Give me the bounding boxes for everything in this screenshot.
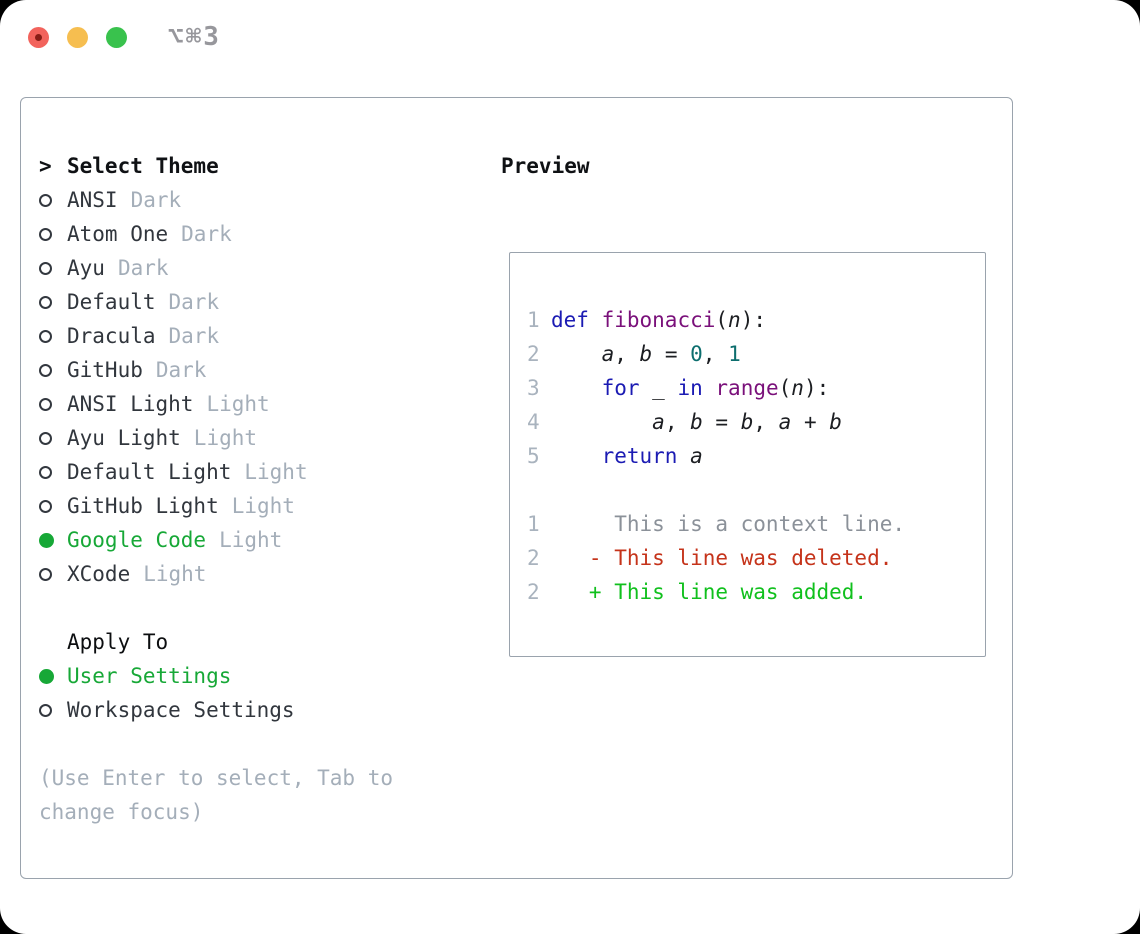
radio-icon xyxy=(39,261,52,275)
zoom-button[interactable] xyxy=(106,27,127,48)
selected-radio-icon xyxy=(39,668,54,684)
radio-icon xyxy=(39,193,52,207)
apply-to-option[interactable]: User Settings xyxy=(39,659,469,693)
theme-item[interactable]: Google Code Light xyxy=(39,523,469,557)
theme-item[interactable]: Default Light Light xyxy=(39,455,469,489)
radio-icon xyxy=(39,397,52,411)
option-variant: Light xyxy=(244,460,308,484)
spacer xyxy=(39,591,469,625)
option-label: Default Light xyxy=(67,460,232,484)
theme-item[interactable]: GitHub Dark xyxy=(39,353,469,387)
selected-radio-icon xyxy=(39,532,54,548)
radio-icon xyxy=(39,431,52,445)
line-number: 3 xyxy=(527,376,540,400)
line-number: 2 xyxy=(527,342,540,366)
cursor-prompt-icon: > xyxy=(39,154,52,178)
option-label: Ayu Light xyxy=(67,426,181,450)
theme-item[interactable]: XCode Light xyxy=(39,557,469,591)
radio-icon xyxy=(39,465,52,479)
theme-item[interactable]: Dracula Dark xyxy=(39,319,469,353)
option-label: ANSI xyxy=(67,188,118,212)
apply-to-option[interactable]: Workspace Settings xyxy=(39,693,469,727)
line-number: 2 xyxy=(527,546,540,570)
spacer xyxy=(39,727,469,761)
option-variant: Dark xyxy=(168,324,220,348)
apply-to-header: Apply To xyxy=(39,625,469,659)
theme-item[interactable]: Atom One Dark xyxy=(39,217,469,251)
line-number: 4 xyxy=(527,410,540,434)
option-label: Atom One xyxy=(67,222,169,246)
option-label: XCode xyxy=(67,562,131,586)
preview-heading: Preview xyxy=(501,154,590,178)
radio-icon xyxy=(39,567,52,581)
option-variant: Dark xyxy=(181,222,232,246)
option-label: Default xyxy=(67,290,156,314)
theme-item[interactable]: GitHub Light Light xyxy=(39,489,469,523)
diff-line-deleted: 2 - This line was deleted. xyxy=(527,541,975,575)
option-label: Google Code xyxy=(67,528,207,552)
option-label: User Settings xyxy=(67,664,232,688)
line-number: 5 xyxy=(527,444,540,468)
option-variant: Dark xyxy=(117,256,169,280)
code-line: 4 a, b = b, a + b xyxy=(527,405,975,439)
minimize-button[interactable] xyxy=(67,27,88,48)
code-line: 5 return a xyxy=(527,439,975,473)
theme-item[interactable]: ANSI Light Light xyxy=(39,387,469,421)
theme-item[interactable]: Default Dark xyxy=(39,285,469,319)
theme-item[interactable]: Ayu Light Light xyxy=(39,421,469,455)
option-label: GitHub xyxy=(67,358,143,382)
select-theme-label: Select Theme xyxy=(67,154,219,178)
code-line xyxy=(527,473,975,507)
close-button[interactable] xyxy=(28,27,49,48)
diff-line-added: 2 + This line was added. xyxy=(527,575,975,609)
line-number: 2 xyxy=(527,580,540,604)
option-variant: Light xyxy=(231,494,295,518)
option-label: Dracula xyxy=(67,324,156,348)
code-line: 3 for _ in range(n): xyxy=(527,371,975,405)
option-label: ANSI Light xyxy=(67,392,194,416)
option-variant: Light xyxy=(206,392,270,416)
theme-item[interactable]: Ayu Dark xyxy=(39,251,469,285)
option-variant: Dark xyxy=(130,188,182,212)
option-variant: Dark xyxy=(155,358,207,382)
line-number: 1 xyxy=(527,308,540,332)
option-variant: Dark xyxy=(168,290,220,314)
window-title: ⌥⌘3 xyxy=(168,22,221,52)
radio-icon xyxy=(39,295,52,309)
keyboard-hint: (Use Enter to select, Tab to change focu… xyxy=(39,766,394,824)
radio-icon xyxy=(39,363,52,377)
diff-line-context: 1 This is a context line. xyxy=(527,507,975,541)
option-variant: Light xyxy=(193,426,258,450)
code-line: 2 a, b = 0, 1 xyxy=(527,337,975,371)
apply-to-label: Apply To xyxy=(67,630,169,654)
option-variant: Light xyxy=(219,528,283,552)
option-variant: Light xyxy=(143,562,207,586)
option-label: Workspace Settings xyxy=(67,698,295,722)
radio-icon xyxy=(39,499,52,513)
option-label: Ayu xyxy=(67,256,105,280)
radio-icon xyxy=(39,329,52,343)
option-label: GitHub Light xyxy=(67,494,219,518)
radio-icon xyxy=(39,227,52,241)
theme-item[interactable]: ANSI Dark xyxy=(39,183,469,217)
select-theme-header: > Select Theme xyxy=(39,149,469,183)
line-number: 1 xyxy=(527,512,540,536)
radio-icon xyxy=(39,703,52,717)
title-bar: ⌥⌘3 xyxy=(0,0,1140,74)
